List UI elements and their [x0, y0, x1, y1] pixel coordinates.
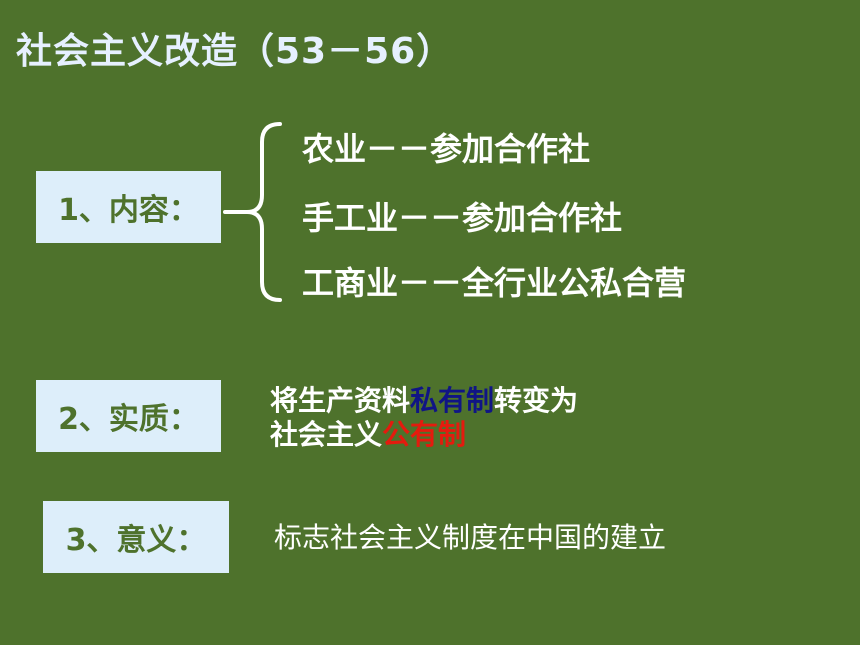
essence-text: 将生产资料私有制转变为 社会主义公有制: [270, 384, 578, 452]
essence-line2-prefix: 社会主义: [270, 418, 383, 451]
essence-line1-suffix: 转变为: [494, 384, 579, 417]
section-label-essence: 2、实质：: [36, 380, 221, 452]
content-item-handicraft: 手工业－－参加合作社: [302, 199, 623, 237]
section-label-meaning: 3、意义：: [43, 501, 229, 573]
content-item-commerce: 工商业－－全行业公私合营: [302, 264, 687, 302]
curly-brace-icon: [223, 122, 282, 302]
section-label-meaning-text: 3、意义：: [65, 523, 207, 558]
essence-private-ownership: 私有制: [410, 384, 495, 417]
section-label-essence-text: 2、实质：: [58, 402, 199, 437]
page-title: 社会主义改造（53－56）: [16, 31, 454, 72]
essence-line-2: 社会主义公有制: [270, 418, 578, 452]
essence-public-ownership: 公有制: [382, 418, 467, 451]
essence-line1-prefix: 将生产资料: [270, 384, 411, 417]
meaning-text: 标志社会主义制度在中国的建立: [274, 521, 667, 554]
content-item-agriculture: 农业－－参加合作社: [302, 130, 591, 168]
essence-line-1: 将生产资料私有制转变为: [270, 384, 578, 418]
section-label-content-text: 1、内容：: [58, 193, 199, 228]
section-label-content: 1、内容：: [36, 171, 221, 243]
